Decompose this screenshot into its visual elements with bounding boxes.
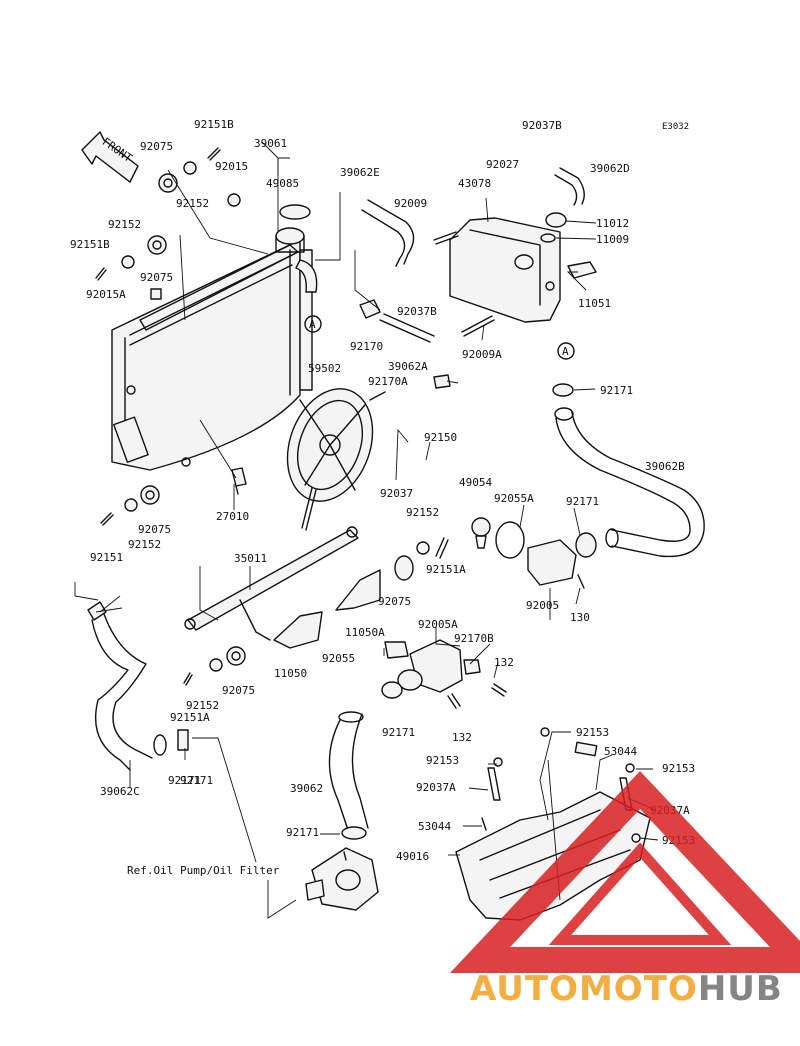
part-label-92075: 92075	[138, 523, 171, 536]
ref-marker-a-right: A	[557, 342, 575, 360]
part-label-92055: 92055	[322, 652, 355, 665]
ref-marker-a-top: A	[304, 315, 322, 333]
part-label-92037a: 92037A	[416, 781, 456, 794]
watermark-text: AUTOMOTOHUB	[470, 969, 783, 1009]
part-label-92009: 92009	[394, 197, 427, 210]
part-label-92005: 92005	[526, 599, 559, 612]
part-label-92075: 92075	[222, 684, 255, 697]
radiator-illustration	[111, 239, 313, 471]
part-label-92075: 92075	[140, 271, 173, 284]
part-label-130: 130	[570, 611, 590, 624]
radiator-hose-39062b	[552, 383, 705, 558]
ref-marker-a-top-label: A	[309, 318, 316, 331]
part-label-39062: 39062	[290, 782, 323, 795]
radiator-hose-39062c	[87, 601, 189, 771]
part-label-49016: 49016	[396, 850, 429, 863]
part-label-92075: 92075	[140, 140, 173, 153]
temperature-sensor-27010	[231, 467, 247, 495]
front-arrow-icon: FRONT	[81, 131, 139, 183]
part-label-92015a: 92015A	[86, 288, 126, 301]
part-label-11050a: 11050A	[345, 626, 385, 639]
part-label-11012: 11012	[596, 217, 629, 230]
reference-leader-line	[267, 880, 297, 919]
part-label-39062b: 39062B	[645, 460, 685, 473]
part-label-92152: 92152	[128, 538, 161, 551]
mount-hardware-illustrations	[95, 147, 246, 686]
leader-lines	[74, 141, 659, 901]
part-label-11009: 11009	[596, 233, 629, 246]
part-label-49085: 49085	[266, 177, 299, 190]
part-label-92150: 92150	[424, 431, 457, 444]
part-label-92170: 92170	[350, 340, 383, 353]
part-label-92170a: 92170A	[368, 375, 408, 388]
part-label-92153: 92153	[576, 726, 609, 739]
radiator-hose-39062	[328, 711, 369, 840]
water-pipe-92005a	[381, 639, 507, 709]
part-label-39062a: 39062A	[388, 360, 428, 373]
part-label-92171: 92171	[600, 384, 633, 397]
part-label-92152: 92152	[108, 218, 141, 231]
part-label-59502: 59502	[308, 362, 341, 375]
part-label-53044: 53044	[418, 820, 451, 833]
watermark-hub: HUB	[698, 969, 783, 1009]
thermostat-illustration	[471, 517, 597, 589]
part-label-92171: 92171	[382, 726, 415, 739]
part-label-11050: 11050	[274, 667, 307, 680]
part-label-92037b: 92037B	[397, 305, 437, 318]
cooling-fan-illustration	[286, 388, 386, 531]
ref-marker-a-right-label: A	[562, 345, 569, 358]
part-label-92153: 92153	[426, 754, 459, 767]
part-label-11051: 11051	[578, 297, 611, 310]
breather-hoses-illustration	[359, 167, 585, 389]
part-label-92151a: 92151A	[426, 563, 466, 576]
part-label-92153: 92153	[662, 762, 695, 775]
part-label-39061: 39061	[254, 137, 287, 150]
part-label-39062d: 39062D	[590, 162, 630, 175]
part-label-92151: 92151	[90, 551, 123, 564]
part-label-92171: 92171	[180, 774, 213, 787]
part-label-92171: 92171	[168, 774, 201, 787]
part-label-39062c: 39062C	[100, 785, 140, 798]
part-label-92027: 92027	[486, 158, 519, 171]
part-label-53044: 53044	[604, 745, 637, 758]
part-label-92055a: 92055A	[494, 492, 534, 505]
part-label-92171: 92171	[286, 826, 319, 839]
part-label-132: 132	[494, 656, 514, 669]
part-label-92151a: 92151A	[170, 711, 210, 724]
automotohub-watermark: AUTOMOTOHUB	[449, 771, 800, 1009]
water-pump-illustration	[305, 847, 379, 911]
part-label-39062e: 39062E	[340, 166, 380, 179]
radiator-cap-illustration	[275, 204, 318, 293]
part-label-92037b: 92037B	[522, 119, 562, 132]
reserve-tank-illustration	[433, 212, 597, 337]
part-label-92037: 92037	[380, 487, 413, 500]
watermark-automoto: AUTOMOTO	[470, 969, 698, 1009]
part-label-92152: 92152	[186, 699, 219, 712]
part-label-27010: 27010	[216, 510, 249, 523]
part-label-35011: 35011	[234, 552, 267, 565]
part-label-92151b: 92151B	[194, 118, 234, 131]
diagram-code: E3032	[662, 122, 689, 132]
part-label-92075: 92075	[378, 595, 411, 608]
radiator-bracket-35011	[184, 526, 449, 649]
part-label-49054: 49054	[459, 476, 492, 489]
part-label-92151b: 92151B	[70, 238, 110, 251]
part-label-92005a: 92005A	[418, 618, 458, 631]
part-label-92170b: 92170B	[454, 632, 494, 645]
part-label-92171: 92171	[566, 495, 599, 508]
part-label-92009a: 92009A	[462, 348, 502, 361]
part-label-92152: 92152	[176, 197, 209, 210]
oil-pump-reference-note: Ref.Oil Pump/Oil Filter	[127, 864, 280, 877]
part-label-132: 132	[452, 731, 472, 744]
part-label-92015: 92015	[215, 160, 248, 173]
part-label-43078: 43078	[458, 177, 491, 190]
part-label-92152: 92152	[406, 506, 439, 519]
